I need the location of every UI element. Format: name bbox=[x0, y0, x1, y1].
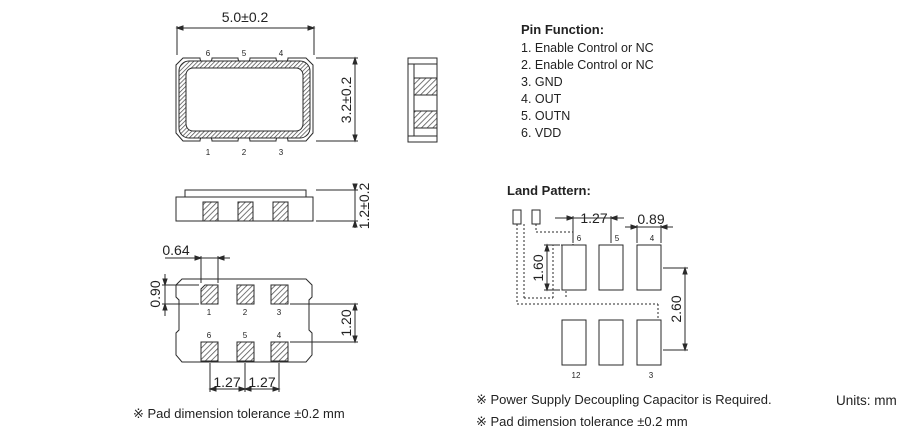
decoupling-note: ※ Power Supply Decoupling Capacitor is R… bbox=[476, 392, 772, 407]
pad-tolerance-note-left: ※ Pad dimension tolerance ±0.2 mm bbox=[133, 406, 345, 421]
bottom-pin-2: 2 bbox=[243, 308, 248, 317]
pin-function-item: 2. Enable Control or NC bbox=[521, 58, 654, 72]
bottom-view bbox=[162, 255, 358, 392]
land-pad-width-dim: 0.89 bbox=[637, 211, 664, 227]
land-row-span-dim: 2.60 bbox=[668, 295, 684, 322]
pin-function-item: 5. OUTN bbox=[521, 109, 571, 123]
pin-function-item: 3. GND bbox=[521, 75, 563, 89]
side-height-dim: 1.2±0.2 bbox=[356, 182, 372, 229]
bottom-pin-3: 3 bbox=[277, 308, 282, 317]
pin-function-list: 1. Enable Control or NC 2. Enable Contro… bbox=[521, 40, 654, 142]
pin-function-title: Pin Function: bbox=[521, 22, 605, 37]
bottom-pin-1: 1 bbox=[207, 308, 212, 317]
bottom-pitch-left: 1.27 bbox=[213, 374, 240, 390]
land-pin-12: 12 bbox=[572, 371, 581, 380]
pin-function-item: 1. Enable Control or NC bbox=[521, 41, 654, 55]
land-pitch-dim: 1.27 bbox=[580, 210, 607, 226]
bottom-span-dim: 1.20 bbox=[338, 309, 354, 336]
bottom-pin-4: 4 bbox=[277, 331, 282, 340]
top-width-dim: 5.0±0.2 bbox=[222, 9, 269, 25]
top-height-dim: 3.2±0.2 bbox=[338, 76, 354, 123]
land-pin-6: 6 bbox=[577, 234, 582, 243]
bottom-pitch-right: 1.27 bbox=[248, 374, 275, 390]
end-view bbox=[407, 57, 438, 143]
bottom-pin-5: 5 bbox=[243, 331, 248, 340]
land-pattern bbox=[512, 209, 688, 366]
land-pad-height-dim: 1.60 bbox=[530, 254, 546, 281]
pad-tolerance-note-right: ※ Pad dimension tolerance ±0.2 mm bbox=[476, 414, 688, 429]
top-pin-1: 1 bbox=[206, 148, 211, 157]
top-pin-4: 4 bbox=[279, 49, 284, 58]
land-pin-5: 5 bbox=[615, 234, 620, 243]
top-pin-3: 3 bbox=[279, 148, 284, 157]
pin-function-item: 6. VDD bbox=[521, 126, 562, 140]
land-pin-4: 4 bbox=[650, 234, 655, 243]
bottom-pad-width-dim: 0.64 bbox=[162, 242, 189, 258]
top-pin-6: 6 bbox=[206, 49, 211, 58]
land-pattern-title: Land Pattern: bbox=[507, 183, 591, 198]
side-view bbox=[175, 183, 358, 228]
top-pin-5: 5 bbox=[242, 49, 247, 58]
pin-function-item: 4. OUT bbox=[521, 92, 562, 106]
land-pin-3: 3 bbox=[649, 371, 654, 380]
bottom-pin-6: 6 bbox=[207, 331, 212, 340]
bottom-pad-height-dim: 0.90 bbox=[147, 280, 163, 307]
top-view bbox=[175, 25, 358, 143]
units-label: Units: mm bbox=[836, 393, 897, 408]
top-pin-2: 2 bbox=[242, 148, 247, 157]
